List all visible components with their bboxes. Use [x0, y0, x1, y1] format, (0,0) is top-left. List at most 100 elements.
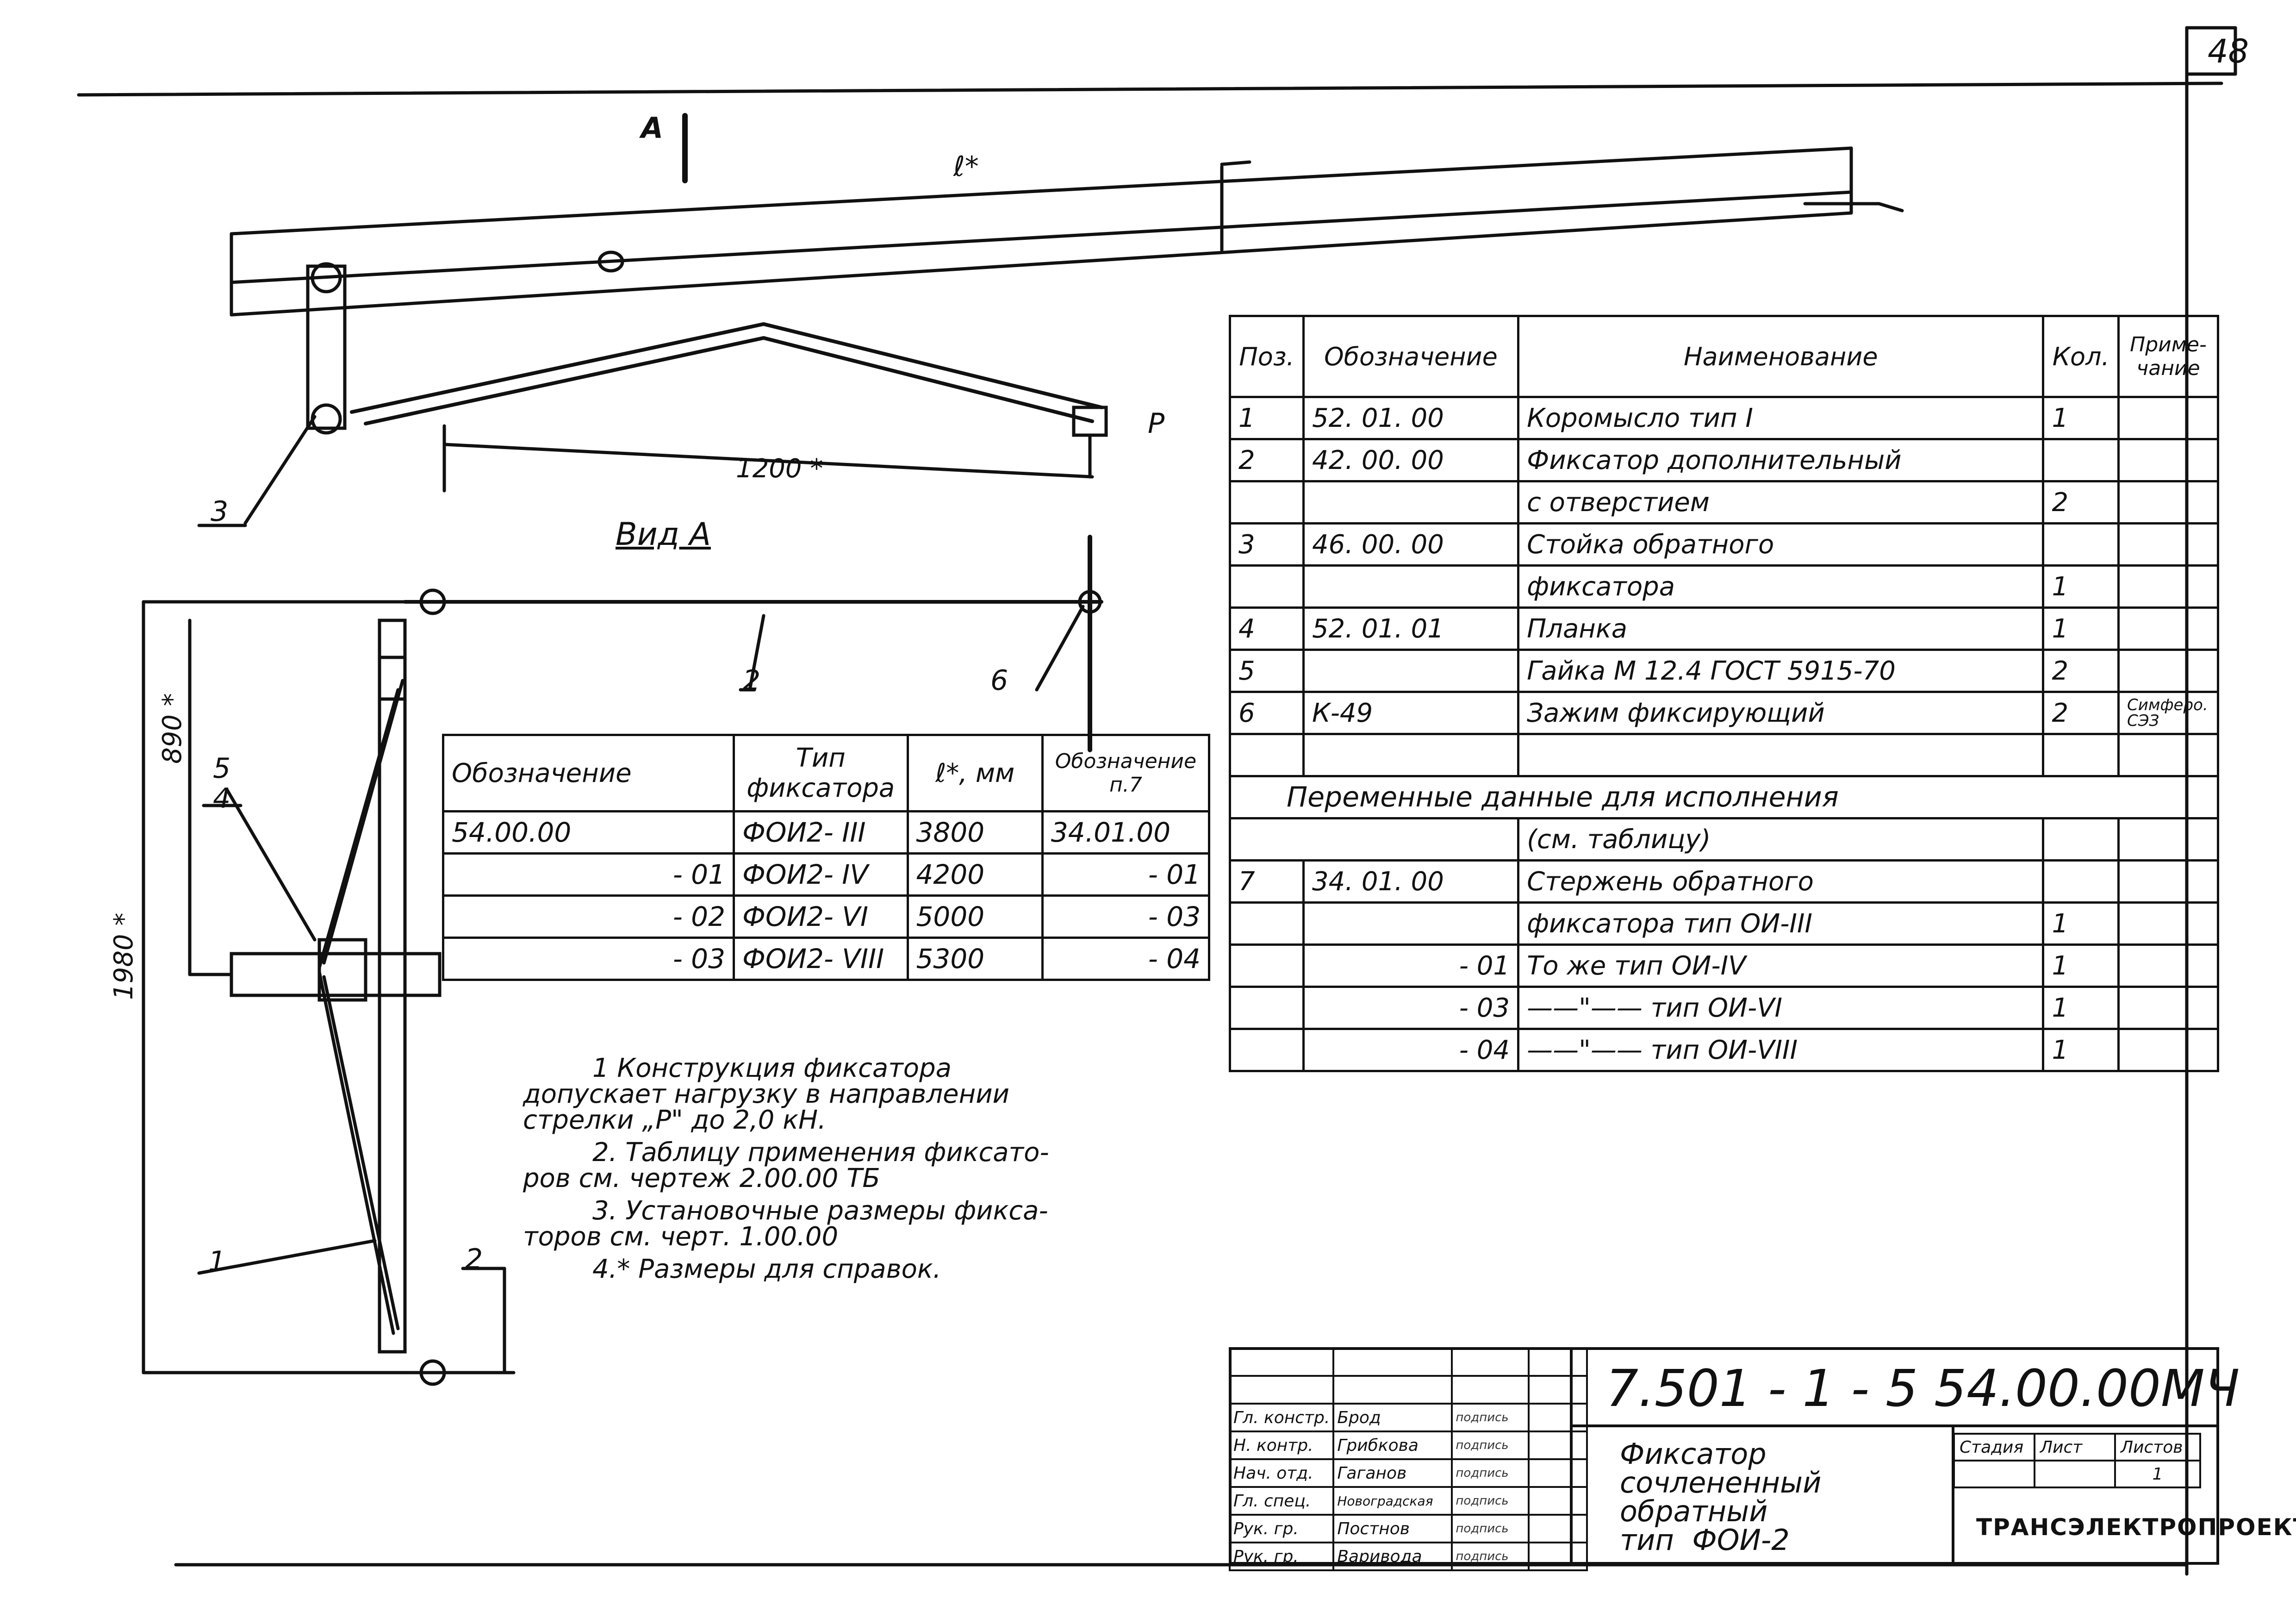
cell: с отверстием	[1517, 480, 2045, 525]
cell	[1332, 1347, 1453, 1377]
cell: 1	[2042, 901, 2120, 946]
table-row	[1228, 1347, 1588, 1377]
signature: подпись	[1451, 1403, 1530, 1432]
cell	[2042, 438, 2120, 482]
rod-top-edge	[230, 146, 1853, 236]
cell	[2117, 901, 2219, 946]
cell: ФОИ2- III	[732, 810, 909, 855]
cell: К-49	[1302, 691, 1520, 735]
cell: Коромысло тип I	[1517, 396, 2045, 440]
col-item7: Обозначение п.7	[1041, 734, 1211, 812]
cell: 1	[2042, 564, 2120, 609]
cell: 52. 01. 00	[1302, 396, 1520, 440]
sheet-header: Лист	[2034, 1433, 2116, 1462]
cell: Стержень обратного	[1517, 859, 2045, 904]
cell: 2	[2042, 649, 2120, 693]
cell: 5300	[906, 937, 1044, 981]
cell: 46. 00. 00	[1302, 522, 1520, 567]
dimension-1200: 1200 *	[736, 454, 823, 484]
cell: 2	[2042, 691, 2120, 735]
sheets-header: Листов	[2114, 1433, 2201, 1462]
cell: ФОИ2- VI	[732, 894, 909, 939]
callout-5: 5	[213, 752, 231, 785]
cell: 4	[1229, 606, 1305, 651]
cell	[2117, 733, 2219, 777]
signature: подпись	[1451, 1486, 1530, 1516]
section-title-row: Переменные данные для исполнения	[1229, 775, 2219, 819]
cell	[2042, 817, 2120, 862]
cell	[1229, 564, 1305, 609]
cell	[1528, 1403, 1588, 1432]
cell: фиксатора тип ОИ-III	[1517, 901, 2045, 946]
load-label: Р	[1148, 407, 1165, 440]
cell	[1302, 649, 1520, 693]
cell: 5	[1229, 649, 1305, 693]
cell	[1528, 1458, 1588, 1488]
cell	[1229, 733, 1305, 777]
cell	[2117, 1028, 2219, 1072]
person: Брод	[1332, 1403, 1453, 1432]
cell: 1	[2042, 606, 2120, 651]
stage-header: Стадия	[1953, 1433, 2035, 1462]
person: Новоградская	[1332, 1486, 1453, 1516]
cell: 1	[1229, 396, 1305, 440]
organization-name: ТРАНСЭЛЕКТРОПРОЕКТ	[1976, 1514, 2296, 1541]
cell: Планка	[1517, 606, 2045, 651]
signature: подпись	[1451, 1542, 1530, 1571]
cell	[1228, 1375, 1335, 1405]
callout-2: 2	[465, 1243, 483, 1275]
length-label: ℓ*	[953, 150, 979, 183]
note-line: допускает нагрузку в направлении	[523, 1079, 1009, 1109]
col-note: Приме- чание	[2117, 315, 2219, 398]
view-a-title: Вид А	[616, 516, 711, 553]
cell: Фиксатор дополнительный	[1517, 438, 2045, 482]
callout-1: 1	[208, 1245, 226, 1278]
cell: Симферо. СЭЗ	[2117, 691, 2219, 735]
dimension-1980: 1980 *	[109, 912, 139, 1000]
callout-2-view: 2	[743, 664, 761, 697]
role: Н. контр.	[1228, 1430, 1335, 1460]
cell: 34. 01. 00	[1302, 859, 1520, 904]
cell: - 03	[1041, 894, 1211, 939]
cell	[1228, 817, 1520, 862]
cell: - 03	[1302, 986, 1520, 1030]
sheet-number: 48	[2208, 32, 2249, 70]
note-line: 4.* Размеры для справок.	[592, 1254, 941, 1284]
cell: 1	[2042, 1028, 2120, 1072]
role: Рук. гр.	[1228, 1514, 1335, 1543]
cell	[1228, 1347, 1335, 1377]
cell: Гайка М 12.4 ГОСТ 5915-70	[1517, 649, 2045, 693]
col-type: Тип фиксатора	[732, 734, 909, 812]
variants-table: Обозначение Тип фиксатора ℓ*, мм Обознач…	[442, 734, 1211, 981]
stage-value	[1953, 1460, 2035, 1488]
note-line: торов см. черт. 1.00.00	[523, 1222, 839, 1252]
cell: 6	[1229, 691, 1305, 735]
col-qty: Кол.	[2042, 315, 2120, 398]
table-row: Стадия Лист Листов	[1953, 1433, 2201, 1462]
section-subtitle-row: (см. таблицу)	[1228, 817, 2219, 862]
note-line: ров см. чертеж 2.00.00 ТБ	[523, 1163, 880, 1193]
signature: подпись	[1451, 1514, 1530, 1543]
cell	[1451, 1347, 1530, 1377]
cell: 2	[1229, 438, 1305, 482]
person: Варивода	[1332, 1542, 1453, 1571]
cell	[1451, 1375, 1530, 1405]
cell: - 04	[1041, 937, 1211, 981]
col-length: ℓ*, мм	[906, 734, 1044, 812]
cell	[2117, 564, 2219, 609]
cell: 1	[2042, 986, 2120, 1030]
